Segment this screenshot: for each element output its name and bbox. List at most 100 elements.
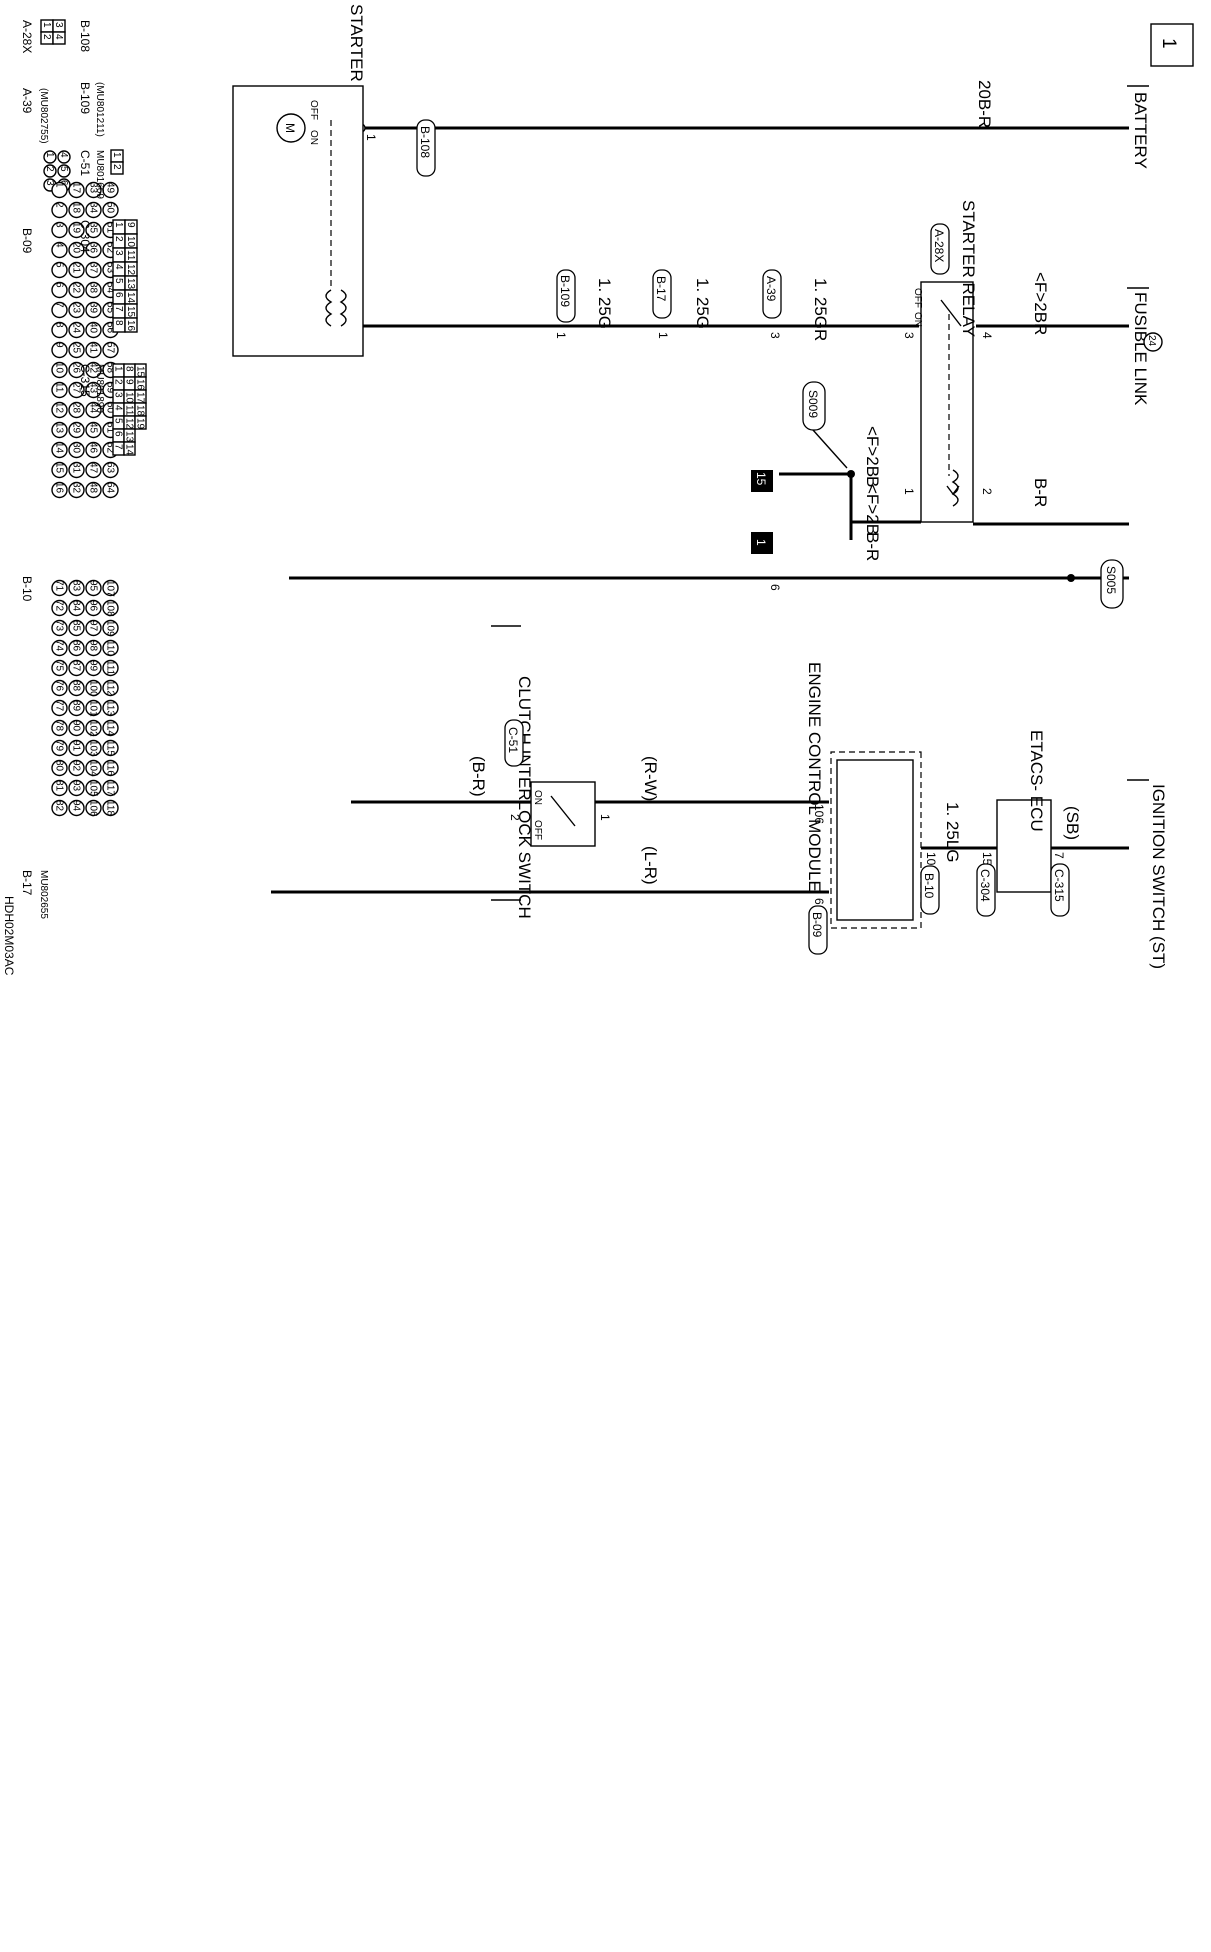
b10-pin-label: 98	[88, 640, 99, 652]
etacs-pin-7: 7	[1052, 852, 1066, 859]
fusible-link-label: FUSIBLE LINK	[1131, 292, 1150, 406]
b09-pin-label: 62	[105, 442, 116, 454]
clutch-pin-2: 2	[508, 814, 522, 821]
b09-pin-cell	[85, 341, 102, 359]
ignition-switch-label: IGNITION SWITCH (ST)	[1149, 784, 1168, 969]
c304-pin-label: 10	[125, 236, 136, 248]
b09-pin-label: 43	[88, 382, 99, 394]
b09-pin-cell	[51, 221, 68, 239]
a28x-pin-label: 2	[41, 34, 52, 40]
c304-pin-label: 6	[113, 292, 124, 298]
c304-pin-cell	[124, 317, 138, 333]
etacs-pin-15: 15	[980, 852, 994, 866]
wire-relay-coil-b-label: B	[863, 476, 882, 487]
clutch-on-label: ON	[532, 790, 543, 805]
b09-pin-cell	[51, 241, 68, 259]
connector-c51-pill	[504, 719, 524, 767]
connector-a28x-pill	[930, 223, 950, 275]
b09-pin-cell	[68, 361, 85, 379]
b10-pin-label: 111	[105, 660, 116, 676]
b09-pin-cell	[85, 181, 102, 199]
a39-pin-label: 3	[44, 180, 55, 186]
b09-pin-label: 37	[88, 262, 99, 274]
b10-pin-label: 73	[54, 620, 65, 632]
b10-pin-label: 82	[54, 800, 65, 812]
b09-pin-label: 64	[105, 482, 116, 494]
b09-pin-label: 30	[71, 442, 82, 454]
splice-s005-pill	[1100, 559, 1124, 609]
legend-c51-id: C-51	[78, 150, 92, 176]
ground-1: 1	[754, 539, 768, 546]
b09-pin-label: 51	[105, 222, 116, 234]
legend-a28x-id: A-28X	[20, 20, 34, 53]
b10-pin-cell	[85, 679, 102, 697]
b09-pin-label: 57	[105, 342, 116, 354]
b09-pin-cell	[68, 461, 85, 479]
b09-pin-label: 13	[54, 422, 65, 434]
ecm-box	[830, 751, 922, 929]
b10-pin-cell	[68, 759, 85, 777]
b10-pin-label: 86	[71, 640, 82, 652]
connector-c51: C-51	[506, 727, 520, 753]
connector-a28x: A-28X	[932, 229, 946, 262]
b09-pin-label: 24	[71, 322, 82, 334]
c304-pin-label: 1	[113, 222, 124, 228]
b10-pin-cell	[102, 599, 119, 617]
wire-a39-b17-label: 1. 25G	[693, 278, 712, 329]
b10-pin-cell	[68, 679, 85, 697]
b09-pin-label: 41	[88, 342, 99, 354]
c304-pin-label: 15	[125, 306, 136, 318]
b09-pin-cell	[51, 321, 68, 339]
b10-pin-label: 83	[71, 580, 82, 592]
b10-pin-cell	[85, 719, 102, 737]
b09-pin-label: 58	[105, 362, 116, 374]
b10-pin-label: 92	[71, 760, 82, 772]
starter-pin-b109: 1	[554, 332, 568, 339]
wire-relay-coil-br-label: B-R	[1031, 478, 1050, 507]
c315-pin-label: 18	[135, 405, 146, 417]
legend-b108-id: B-108	[78, 20, 92, 52]
b10-pin-cell	[102, 759, 119, 777]
a39-pin-label: 4	[58, 152, 69, 158]
a28x-pin-cell	[52, 31, 66, 45]
wire-splice-br-label: B-R	[863, 532, 882, 561]
b10-pin-cell	[102, 699, 119, 717]
b10-pin-label: 114	[105, 720, 116, 736]
b09-pin-label: 19	[71, 222, 82, 234]
b10-pin-cell	[102, 579, 119, 597]
b10-pin-label: 71	[54, 580, 65, 592]
b10-pin-cell	[102, 679, 119, 697]
ecm-inner-box	[836, 759, 914, 921]
b09-pin-cell	[68, 181, 85, 199]
b09-pin-label: 7	[54, 302, 65, 308]
b09-pin-label: 3	[54, 222, 65, 228]
legend-c304-id: C-304	[78, 220, 92, 253]
c315-pin-label: 3	[113, 392, 124, 398]
c315-pin-label: 13	[124, 431, 135, 443]
legend-c51-part: MU801669	[94, 150, 105, 199]
b09-pin-label: 25	[71, 342, 82, 354]
b09-pin-label: 45	[88, 422, 99, 434]
b10-pin-label: 100	[88, 680, 99, 697]
starter-off-label: OFF	[308, 100, 319, 120]
a28x-pin-label: 3	[53, 22, 64, 28]
wire-b17-b109-label: 1. 25G	[595, 278, 614, 329]
b10-pin-cell	[102, 799, 119, 817]
connector-b109-pill	[556, 269, 576, 323]
b10-pin-label: 95	[88, 580, 99, 592]
figure-code: HDH02M03AC	[2, 896, 16, 976]
b09-pin-cell	[51, 381, 68, 399]
b09-pin-cell	[51, 341, 68, 359]
connector-b17-pill	[652, 269, 672, 319]
b10-pin-cell	[85, 619, 102, 637]
b09-pin-label: 4	[54, 242, 65, 248]
b10-pin-cell	[68, 659, 85, 677]
b09-pin-label: 2	[54, 202, 65, 208]
ground-15-badge	[751, 470, 773, 492]
b09-pin-cell	[102, 201, 119, 219]
legend-b17-part: MU802655	[38, 870, 49, 919]
a28x-pin-label: 4	[53, 34, 64, 40]
b09-pin-label: 44	[88, 402, 99, 414]
